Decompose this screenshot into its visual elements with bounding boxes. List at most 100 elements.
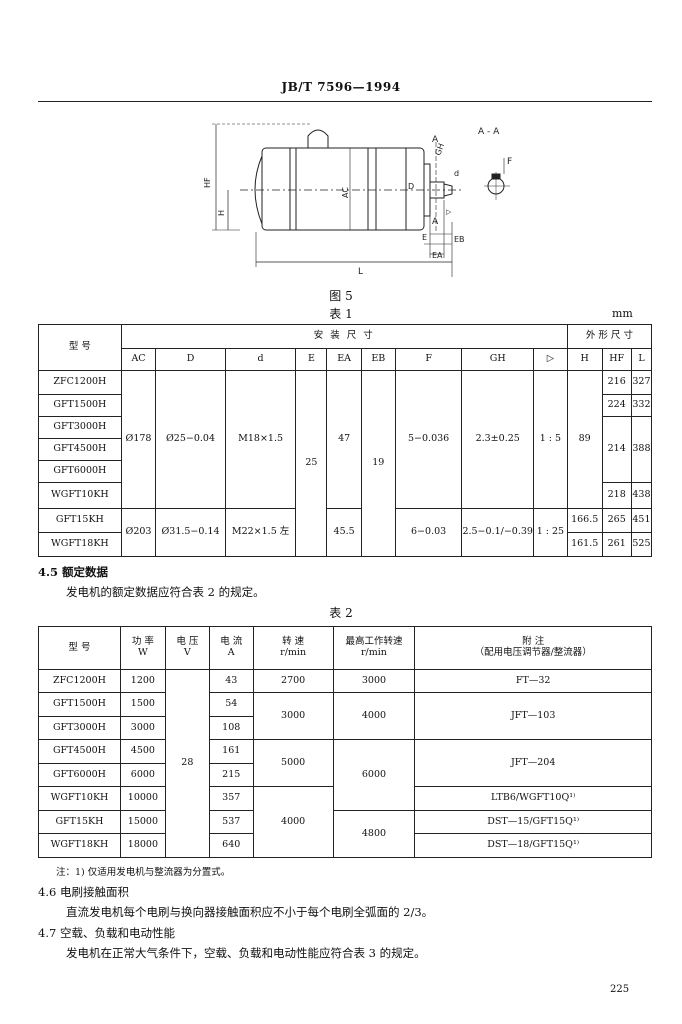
- section-4-5-text: 发电机的额定数据应符合表 2 的规定。: [66, 585, 265, 599]
- t1-col-ac: AC: [120, 348, 157, 371]
- t1-header-install: 安 装 尺 寸: [120, 324, 568, 349]
- t1-col-gh: GH: [461, 348, 534, 371]
- t2-current: 215: [208, 762, 254, 788]
- t1-taper-b: 1 : 25: [532, 508, 568, 557]
- label-d-upper: D: [408, 182, 414, 191]
- t1-header-outline: 外 形 尺 寸: [566, 324, 653, 349]
- t2-power: 1500: [119, 692, 166, 717]
- label-ea: EA: [432, 251, 443, 260]
- table2-caption: 表 2: [329, 606, 353, 620]
- label-a-top: A: [432, 135, 439, 145]
- t1-model: ZFC1200H: [38, 370, 122, 395]
- table1: 型 号 安 装 尺 寸 外 形 尺 寸 AC D d E EA EB F GH …: [38, 324, 653, 557]
- t1-e: 25: [295, 370, 328, 557]
- label-h: H: [217, 210, 226, 216]
- label-section-aa: A - A: [478, 127, 500, 137]
- t2-max-speed: 6000: [332, 739, 416, 811]
- table1-caption: 表 1: [329, 307, 353, 321]
- t2-remark: DST—15/GFT15Q¹⁾: [414, 809, 652, 835]
- label-eb: EB: [454, 235, 465, 244]
- t2-header-voltage-unit: V: [183, 646, 191, 658]
- page-number: 225: [610, 984, 630, 995]
- t1-dthread-a: M18×1.5: [224, 370, 297, 509]
- t2-header-remark-sub: （配用电压调节器/整流器）: [474, 646, 592, 658]
- label-a-bottom: A: [432, 217, 439, 227]
- t1-model: GFT1500H: [38, 394, 122, 417]
- t1-col-d-lower: d: [224, 348, 297, 371]
- section-4-7-title: 4.7 空载、负载和电动性能: [38, 926, 175, 940]
- t1-h: 161.5: [566, 532, 603, 557]
- t1-hf: 224: [601, 394, 632, 417]
- t1-l: 451: [630, 508, 653, 533]
- t2-remark: JFT—103: [414, 692, 652, 741]
- section-4-6-title: 4.6 电刷接触面积: [38, 885, 129, 899]
- t2-remark: LTB6/WGFT10Q¹⁾: [414, 786, 652, 811]
- t2-header-speed-unit: r/min: [280, 646, 307, 658]
- t1-col-h: H: [566, 348, 603, 371]
- t2-power: 4500: [119, 739, 166, 764]
- t1-l: 327: [630, 370, 653, 395]
- table1-unit: mm: [612, 307, 633, 320]
- t2-model: GFT6000H: [38, 762, 121, 788]
- t2-current: 161: [208, 739, 254, 764]
- t1-model: GFT15KH: [38, 508, 122, 533]
- t2-header-max-speed-unit: r/min: [361, 646, 387, 658]
- t2-header-voltage: 电 压: [176, 636, 199, 648]
- header-rule: [38, 101, 652, 102]
- t1-col-l: L: [630, 348, 653, 371]
- label-taper: ▷: [446, 208, 452, 216]
- t2-remark: FT—32: [414, 668, 652, 694]
- t1-l: 332: [630, 394, 653, 417]
- t1-model: GFT3000H: [38, 416, 122, 439]
- t1-col-hf: HF: [601, 348, 632, 371]
- t2-current: 108: [208, 715, 254, 741]
- t1-ea-a: 47: [326, 370, 362, 509]
- t1-model: WGFT18KH: [38, 532, 122, 557]
- t1-hf: 214: [601, 416, 632, 483]
- t1-col-taper: ▷: [532, 348, 568, 371]
- t1-col-d: D: [155, 348, 226, 371]
- section-4-7-text: 发电机在正常大气条件下，空载、负载和电动性能应符合表 3 的规定。: [66, 946, 426, 960]
- t2-header-remark: 附 注: [522, 636, 545, 648]
- label-f: F: [507, 157, 512, 167]
- label-gh: GH: [433, 142, 446, 157]
- t1-dshaft-a: Ø25−0.04: [155, 370, 226, 509]
- t1-l: 438: [630, 482, 653, 509]
- t2-current: 54: [208, 692, 254, 717]
- t1-f-a: 5−0.036: [394, 370, 463, 509]
- t2-model: GFT4500H: [38, 739, 121, 764]
- t1-ac-a: Ø178: [120, 370, 157, 509]
- section-4-6-text: 直流发电机每个电刷与换向器接触面积应不小于每个电刷全弧面的 2/3。: [66, 905, 434, 919]
- t2-header-model: 型 号: [38, 626, 121, 670]
- label-d-lower: d: [454, 169, 459, 178]
- generator-drawing: A - A A A GH F HF H AC D d ▷ E EB EA L: [203, 123, 512, 277]
- t2-speed: 3000: [252, 692, 334, 741]
- label-ac: AC: [341, 187, 350, 198]
- t1-hf: 216: [601, 370, 632, 395]
- t2-header-current: 电 流: [220, 636, 243, 648]
- label-l: L: [358, 267, 363, 277]
- t2-max-speed: 4000: [332, 692, 416, 741]
- t1-dthread-b: M22×1.5 左: [224, 508, 297, 557]
- t2-current: 357: [208, 786, 254, 811]
- t2-power: 15000: [119, 809, 166, 835]
- t1-model: GFT6000H: [38, 460, 122, 483]
- t1-gh-b: 2.5−0.1/−0.39: [461, 508, 534, 557]
- t2-remark: DST—18/GFT15Q¹⁾: [414, 833, 652, 858]
- t1-eb: 19: [360, 370, 396, 557]
- t1-hf: 218: [601, 482, 632, 509]
- t2-speed: 5000: [252, 739, 334, 788]
- t1-l: 525: [630, 532, 653, 557]
- t1-ac-b: Ø203: [120, 508, 157, 557]
- t2-header-max-speed: 最高工作转速: [345, 636, 403, 648]
- t2-speed: 2700: [252, 668, 334, 694]
- document-code: JB/T 7596—1994: [281, 80, 401, 94]
- figure-caption: 图 5: [329, 289, 353, 303]
- t1-taper-a: 1 : 5: [532, 370, 568, 509]
- t1-col-e: E: [295, 348, 328, 371]
- t1-col-f: F: [394, 348, 463, 371]
- t1-f-b: 6−0.03: [394, 508, 463, 557]
- t2-current: 640: [208, 833, 254, 858]
- t1-hf: 261: [601, 532, 632, 557]
- t1-col-ea: EA: [326, 348, 362, 371]
